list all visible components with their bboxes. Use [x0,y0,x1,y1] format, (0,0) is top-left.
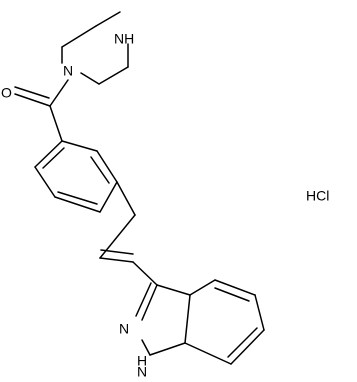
bond [116,181,136,216]
bond [141,339,151,356]
bond [184,294,191,344]
piperazine-ring [61,11,129,85]
bond [214,279,256,296]
bond [96,150,118,183]
indazole-n2-label: N [119,321,129,337]
bond [184,342,232,365]
bond [132,261,158,286]
bond [189,279,216,296]
bond [57,191,98,205]
bond [214,287,250,302]
vinyl-linker [99,181,158,286]
bond [156,284,191,296]
bond [149,342,186,356]
bond [90,156,110,184]
indazole-n1h-label-line2: N [137,364,147,380]
bond [141,284,158,321]
bond [54,196,101,213]
bond [42,147,65,169]
bond [49,105,63,142]
bond [95,11,121,27]
bond [61,140,98,152]
bond [98,66,129,85]
carbonyl-o-label: O [1,85,12,101]
bond [99,181,118,213]
piperazine-n-label: N [63,63,73,79]
bond [230,329,265,365]
bond [135,282,152,317]
indazole-core [135,279,265,365]
benzene-ring [34,140,118,213]
bond [14,93,51,107]
piperazine-nh-label: NH [114,31,134,47]
carbonyl-group [14,79,69,142]
bond [254,294,265,331]
bond [99,257,134,263]
bond [227,327,258,358]
bond [61,25,97,48]
bond [34,140,63,168]
bond [34,166,56,198]
bond [14,86,50,99]
bond [100,249,134,255]
hcl-salt-label: HCl [306,188,329,204]
bond [49,79,69,107]
bond [80,72,100,85]
indazole-n1h-label-line1: H [137,353,147,369]
